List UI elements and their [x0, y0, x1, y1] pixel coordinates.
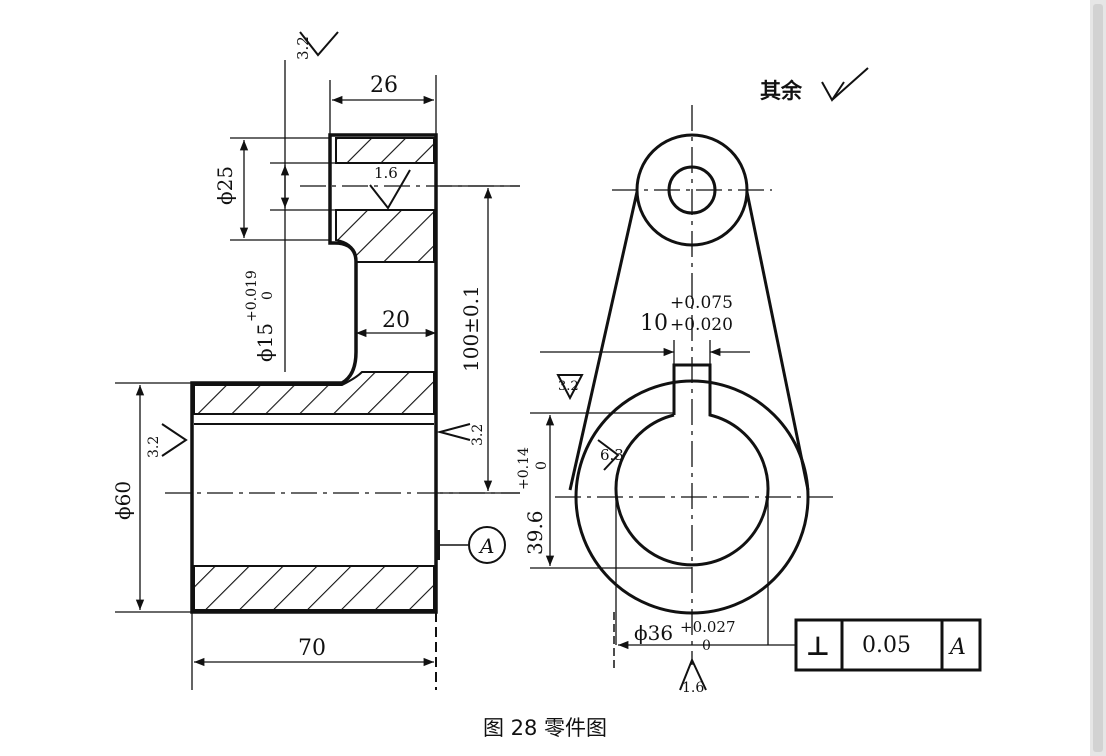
left-view-outline: [190, 133, 438, 614]
surface-note-text: 其余: [760, 79, 803, 103]
dim-top-width: 26: [370, 73, 398, 98]
roughness-symbol-bore: [369, 169, 411, 210]
left-view: [115, 31, 520, 690]
roughness-keyway: 3.2: [558, 379, 579, 394]
roughness-left: 3.2: [146, 436, 162, 458]
fcf-symbol: ⊥: [806, 632, 830, 662]
datum-label: A: [478, 534, 494, 558]
dim-small-hole-tol-lower: 0: [260, 291, 276, 300]
roughness-symbol-bottom: [679, 657, 707, 691]
fcf-datum: A: [948, 635, 966, 660]
dim-keyway-depth-tol-lower: 0: [534, 461, 550, 470]
fcf-frame: [794, 618, 982, 672]
surface-note-symbol: [821, 67, 869, 102]
dim-small-hole-tol-upper: +0.019: [244, 270, 260, 322]
roughness-symbol-inner: [597, 439, 620, 471]
dim-bore-tol-upper: +0.027: [680, 618, 736, 636]
roughness-inner: 6.3: [600, 446, 624, 464]
right-view: [530, 67, 982, 691]
dim-length: 70: [298, 636, 326, 661]
roughness-symbol-left: [161, 423, 188, 457]
roughness-symbol-top: [299, 31, 339, 57]
roughness-top: 3.2: [294, 36, 312, 60]
hatch-top-section: [335, 137, 435, 164]
keyway-tol-upper: +0.075: [670, 293, 733, 313]
dim-keyway-depth-nominal: 39.6: [523, 510, 547, 555]
right-view-text: 其余 +0.075 10 +0.020 3.2 6.3 39.6 +0.14 0…: [516, 79, 966, 696]
scrollbar[interactable]: [1090, 0, 1106, 756]
dim-keyway-depth-tol-upper: +0.14: [516, 447, 532, 490]
keyway-tol-lower: +0.020: [670, 315, 733, 335]
roughness-bottom: 1.6: [682, 680, 704, 696]
dim-bore-nominal: ϕ36: [634, 621, 673, 645]
dim-outer-diameter: ϕ60: [111, 481, 135, 520]
scrollbar-thumb[interactable]: [1093, 4, 1103, 752]
dim-bore-diameter: ϕ25: [213, 166, 237, 205]
fcf-tolerance: 0.05: [862, 633, 911, 658]
hatch-bottom-upper: [193, 371, 435, 415]
large-bore-with-keyway: [614, 363, 770, 567]
dim-center-distance: 100±0.1: [459, 285, 483, 372]
roughness-mid: 3.2: [470, 424, 486, 446]
part-drawing: 26 ϕ25 3.2 1.6 ϕ15 +0.019 0 20 100±0.1 3…: [111, 31, 982, 696]
keyway-nominal: 10: [640, 311, 668, 336]
dim-web: 20: [382, 308, 410, 333]
figure-caption: 图 28 零件图: [482, 716, 608, 740]
roughness-symbol-mid: [436, 423, 471, 441]
left-view-text: 26 ϕ25 3.2 1.6 ϕ15 +0.019 0 20 100±0.1 3…: [111, 36, 494, 661]
roughness-symbol-keyway: [556, 374, 584, 401]
roughness-bore: 1.6: [374, 164, 398, 182]
dim-bore-tol-lower: 0: [702, 638, 711, 654]
datum-circle: [468, 526, 506, 564]
hatch-top-section-2: [335, 209, 435, 263]
dim-small-hole-nominal: ϕ15: [253, 323, 277, 362]
hatch-bottom-lower: [193, 565, 435, 611]
